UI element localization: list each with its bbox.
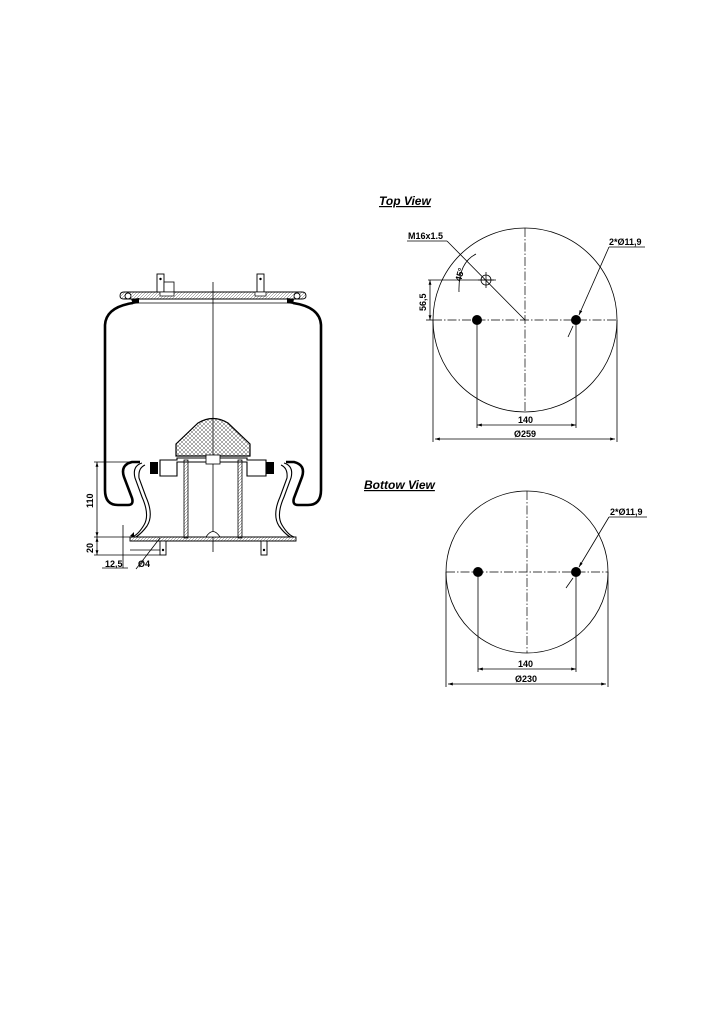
bottom-holes-label: 2*Ø11,9 (610, 507, 643, 517)
top-view: Top View M16x1.5 45° 56,5 2*Ø11,9 140 (379, 194, 645, 442)
offset-label: 56,5 (418, 293, 428, 311)
top-view-title: Top View (379, 194, 431, 208)
thread-label: M16x1.5 (408, 231, 443, 241)
angle-label: 45° (453, 266, 466, 282)
side-view: 110 20 12,5 Ø4 (85, 273, 323, 570)
bottom-view: Bottow View 2*Ø11,9 140 Ø230 (364, 478, 647, 687)
top-stud-left (156, 273, 175, 297)
top-spacing-label: 140 (518, 415, 533, 425)
piston-shell (159, 457, 267, 477)
base-plate (129, 536, 297, 542)
bellows-right (286, 301, 323, 507)
bottom-diameter-label: Ø230 (515, 674, 537, 684)
top-hole-right (571, 315, 581, 325)
dim-height-110: 110 (85, 493, 95, 508)
dim-pin-4: Ø4 (138, 559, 150, 569)
bottom-stud-left (159, 540, 167, 556)
bottom-spacing-label: 140 (518, 659, 533, 669)
lobe-right (266, 462, 274, 474)
top-stud-right (254, 273, 267, 297)
bump-stop (175, 417, 251, 457)
dim-offset-12-5: 12,5 (105, 559, 123, 569)
bellows-left (103, 301, 140, 507)
bottom-stud-right (260, 540, 268, 556)
bumper-bolt (205, 454, 221, 465)
top-holes-label: 2*Ø11,9 (609, 237, 642, 247)
tube-left-wall (183, 459, 189, 539)
lobe-left (150, 462, 158, 474)
dim-base-20: 20 (85, 543, 95, 553)
bottom-view-title: Bottow View (364, 478, 436, 492)
tube-right-wall (237, 459, 243, 539)
bottom-hole-left (473, 567, 483, 577)
bottom-hole-right (571, 567, 581, 577)
top-hole-left (472, 315, 482, 325)
base-dome (205, 531, 221, 538)
top-diameter-label: Ø259 (514, 429, 536, 439)
